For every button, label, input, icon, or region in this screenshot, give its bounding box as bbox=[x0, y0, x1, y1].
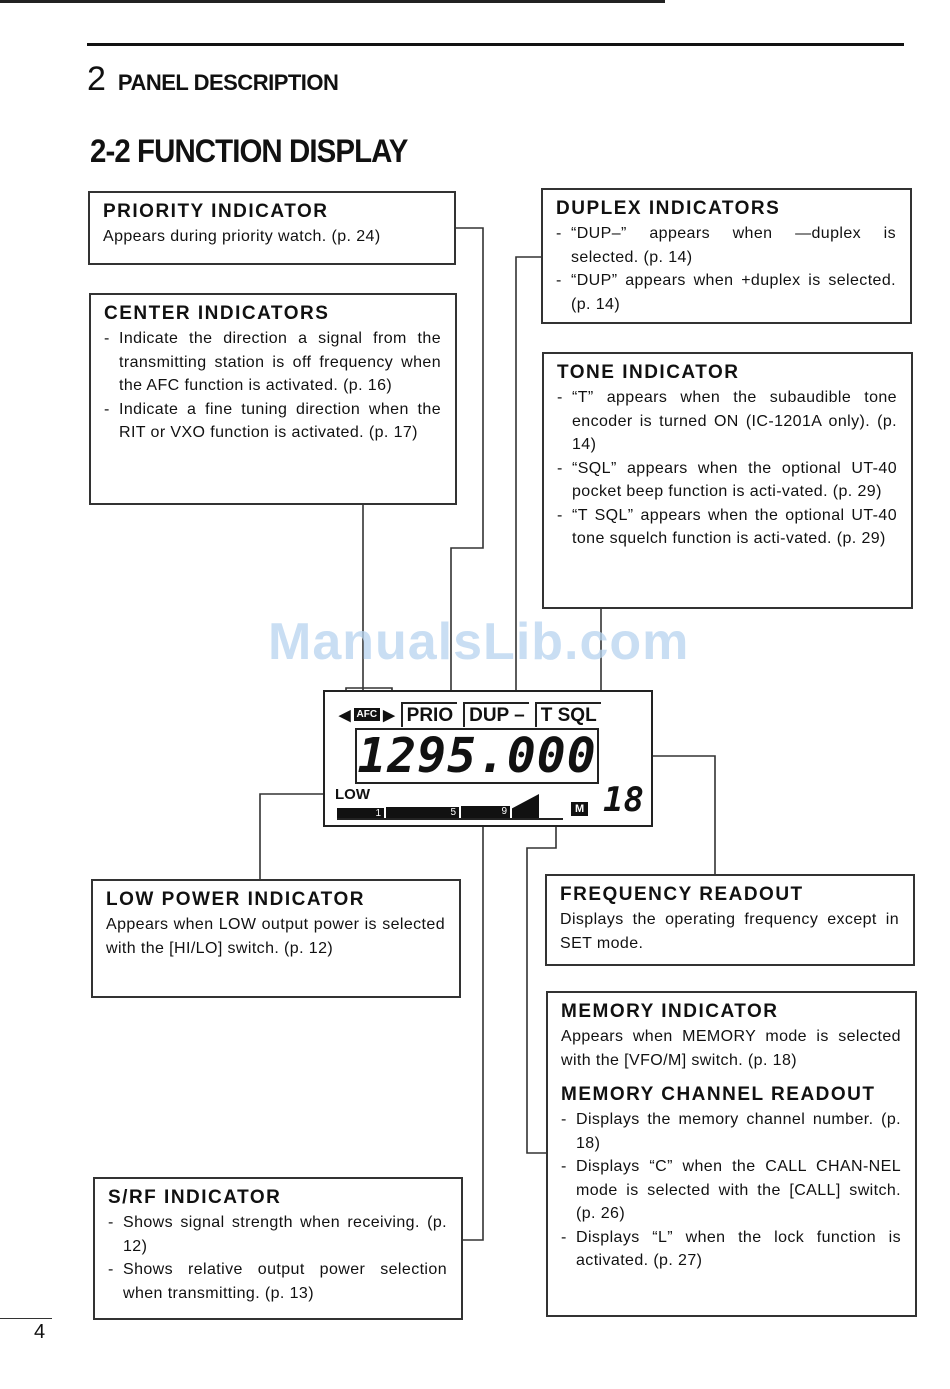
memory-title: MEMORY INDICATOR bbox=[561, 1001, 779, 1022]
tone-title: TONE INDICATOR bbox=[557, 362, 740, 383]
low-indicator: LOW bbox=[335, 786, 370, 803]
meter-segment-9: 9 bbox=[461, 806, 510, 818]
memory-indicator-box: MEMORY INDICATOR Appears when MEMORY mod… bbox=[546, 991, 917, 1317]
srf-indicator-box: S/RF INDICATOR Shows signal strength whe… bbox=[93, 1177, 463, 1320]
center-item: Indicate a fine tuning direction when th… bbox=[104, 398, 441, 445]
center-indicators-box: CENTER INDICATORS Indicate the direction… bbox=[89, 293, 457, 505]
page-number: 4 bbox=[34, 1321, 46, 1343]
memory-channel-item: Displays the memory channel number. (p. … bbox=[561, 1108, 901, 1155]
section-title: 2-2 FUNCTION DISPLAY bbox=[90, 133, 408, 169]
center-indicator: ◀ AFC ▶ bbox=[339, 706, 395, 724]
low-power-text: Appears when LOW output power is selecte… bbox=[106, 916, 445, 957]
right-arrow-icon: ▶ bbox=[383, 706, 395, 724]
center-item: Indicate the direction a signal from the… bbox=[104, 327, 441, 398]
frequency-readout-title: FREQUENCY READOUT bbox=[560, 884, 804, 905]
srf-item: Shows signal strength when receiving. (p… bbox=[108, 1211, 447, 1258]
frequency-readout-box: FREQUENCY READOUT Displays the operating… bbox=[545, 874, 915, 966]
lcd-function-display: ◀ AFC ▶ PRIO DUP – T SQL 1295.000 LOW 1 … bbox=[323, 690, 653, 827]
duplex-item: “DUP” appears when +duplex is selected. … bbox=[556, 269, 896, 316]
memory-tag: M bbox=[571, 802, 589, 816]
lcd-indicator-row: ◀ AFC ▶ PRIO DUP – T SQL bbox=[339, 702, 601, 727]
prio-indicator: PRIO bbox=[400, 702, 458, 727]
top-edge-line bbox=[0, 0, 665, 3]
tone-indicator-box: TONE INDICATOR “T” appears when the suba… bbox=[542, 352, 913, 609]
frequency-readout: 1295.000 bbox=[355, 728, 599, 784]
priority-text: Appears during priority watch. (p. 24) bbox=[103, 228, 381, 245]
memory-channel-readout: 18 bbox=[603, 780, 644, 820]
low-power-title: LOW POWER INDICATOR bbox=[106, 889, 365, 910]
chapter-title: PANEL DESCRIPTION bbox=[117, 70, 339, 95]
low-power-indicator-box: LOW POWER INDICATOR Appears when LOW out… bbox=[91, 879, 461, 998]
afc-tag: AFC bbox=[353, 708, 381, 721]
tone-item: “T SQL” appears when the optional UT-40 … bbox=[557, 504, 897, 551]
duplex-indicators-box: DUPLEX INDICATORS “DUP–” appears when —d… bbox=[541, 188, 912, 324]
srf-item: Shows relative output power selection wh… bbox=[108, 1258, 447, 1305]
frequency-readout-text: Displays the operating frequency except … bbox=[560, 911, 899, 952]
chapter-heading: 2 PANEL DESCRIPTION bbox=[87, 60, 339, 99]
chapter-number: 2 bbox=[87, 60, 106, 98]
meter-segment-high bbox=[512, 794, 539, 818]
memory-channel-item: Displays “L” when the lock function is a… bbox=[561, 1226, 901, 1273]
dup-indicator: DUP – bbox=[463, 702, 529, 727]
left-arrow-icon: ◀ bbox=[339, 706, 351, 724]
tone-sql-indicator: T SQL bbox=[534, 702, 601, 727]
memory-text: Appears when MEMORY mode is selected wit… bbox=[561, 1028, 901, 1069]
duplex-title: DUPLEX INDICATORS bbox=[556, 198, 781, 219]
center-title: CENTER INDICATORS bbox=[104, 303, 330, 324]
duplex-item: “DUP–” appears when —duplex is selected.… bbox=[556, 222, 896, 269]
memory-channel-item: Displays “C” when the CALL CHAN-NEL mode… bbox=[561, 1155, 901, 1226]
priority-title: PRIORITY INDICATOR bbox=[103, 201, 329, 222]
meter-segment-5: 5 bbox=[386, 807, 459, 818]
page-number-rule bbox=[0, 1318, 52, 1319]
srf-title: S/RF INDICATOR bbox=[108, 1187, 282, 1208]
tone-item: “T” appears when the subaudible tone enc… bbox=[557, 386, 897, 457]
srf-meter: 1 5 9 bbox=[337, 794, 563, 820]
meter-segment-1: 1 bbox=[337, 808, 384, 819]
memory-channel-title: MEMORY CHANNEL READOUT bbox=[561, 1084, 876, 1105]
priority-indicator-box: PRIORITY INDICATOR Appears during priori… bbox=[88, 191, 456, 265]
srf-connector bbox=[462, 820, 484, 1241]
tone-item: “SQL” appears when the optional UT-40 po… bbox=[557, 457, 897, 504]
header-rule bbox=[87, 43, 904, 46]
watermark: ManualsLib.com bbox=[268, 613, 690, 671]
